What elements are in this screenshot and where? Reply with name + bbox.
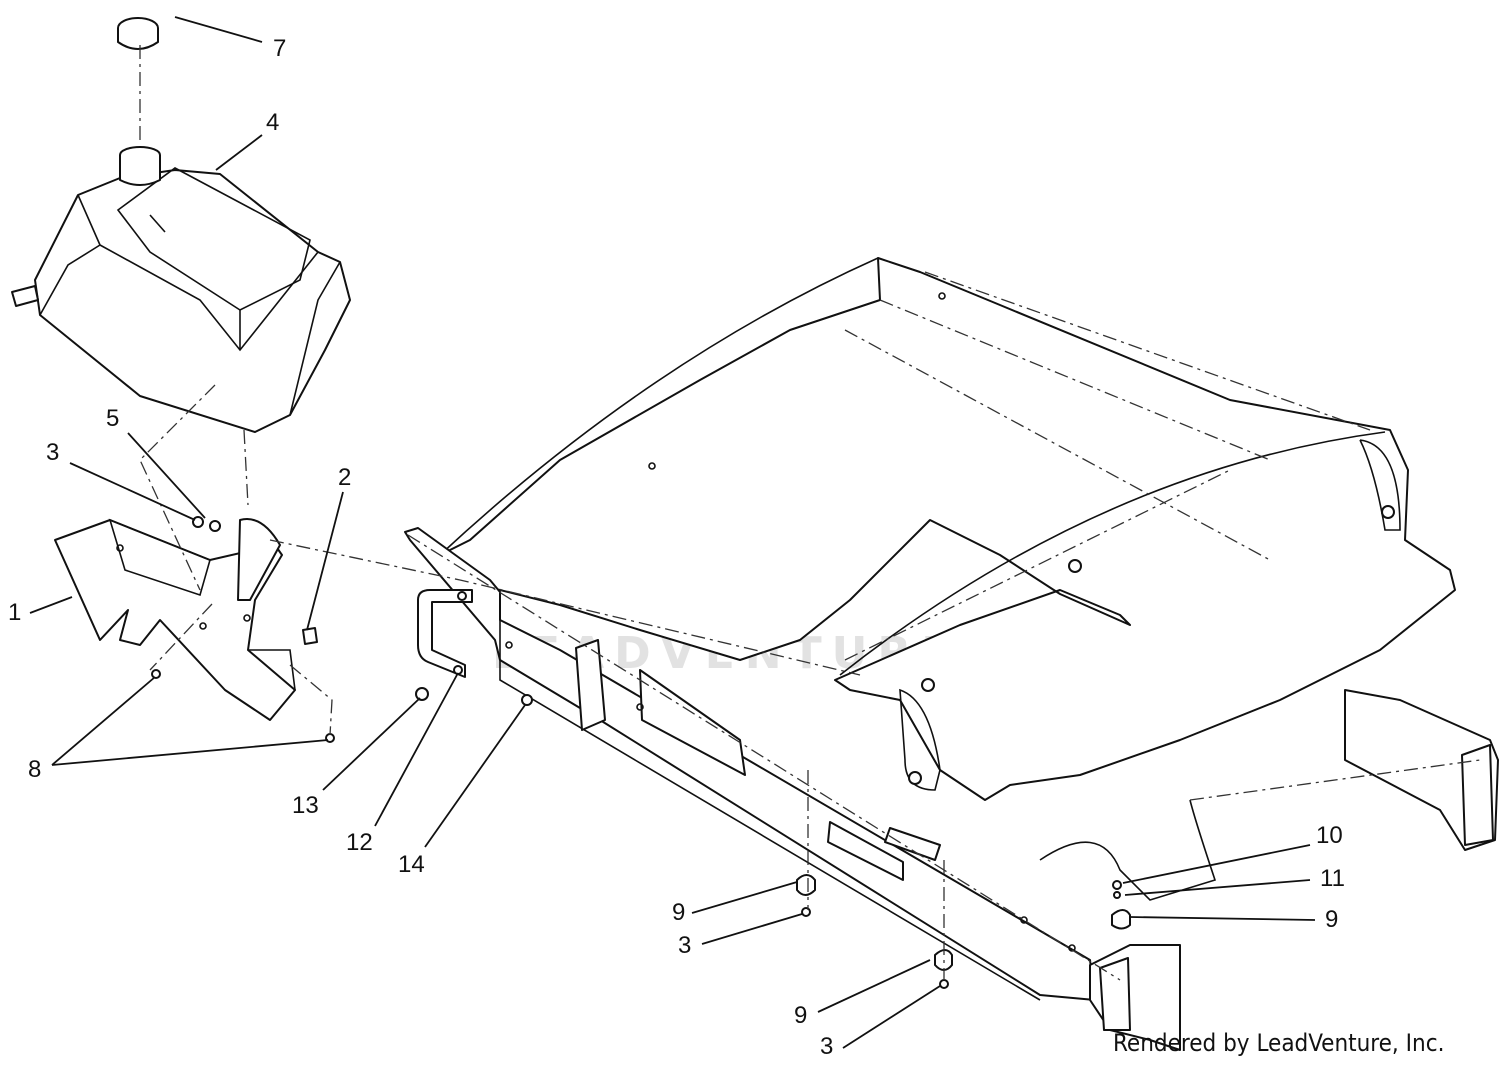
- hardware-left: [151, 516, 335, 743]
- callout-3: 3: [678, 932, 691, 959]
- callout-labels: 7 4 5 3 2 1 8 13 12 14 10 11 9 9 3 9 3: [8, 35, 1345, 1060]
- callout-2: 2: [338, 464, 351, 491]
- callout-10: 10: [1316, 822, 1343, 849]
- callout-9: 9: [794, 1002, 807, 1029]
- callout-13: 13: [292, 792, 319, 819]
- callout-3: 3: [820, 1033, 833, 1060]
- callout-9: 9: [672, 899, 685, 926]
- u-bolt-clamp: [417, 589, 473, 678]
- callout-8: 8: [28, 756, 41, 783]
- callout-leader-lines: [29, 16, 1316, 1049]
- callout-14: 14: [398, 851, 425, 878]
- callout-7: 7: [273, 35, 286, 62]
- callout-4: 4: [266, 109, 279, 136]
- callout-5: 5: [106, 405, 119, 432]
- callout-12: 12: [346, 829, 373, 856]
- callout-9: 9: [1325, 906, 1338, 933]
- callout-3: 3: [46, 439, 59, 466]
- assembly-lines: [139, 45, 1481, 981]
- tank-mount-bracket: [54, 518, 296, 721]
- callout-1: 1: [8, 599, 21, 626]
- rendered-by-credit: Rendered by LeadVenture, Inc.: [1113, 1029, 1445, 1057]
- callout-11: 11: [1320, 865, 1345, 892]
- fuel-cap: [117, 17, 159, 50]
- fuel-tank: [11, 146, 351, 433]
